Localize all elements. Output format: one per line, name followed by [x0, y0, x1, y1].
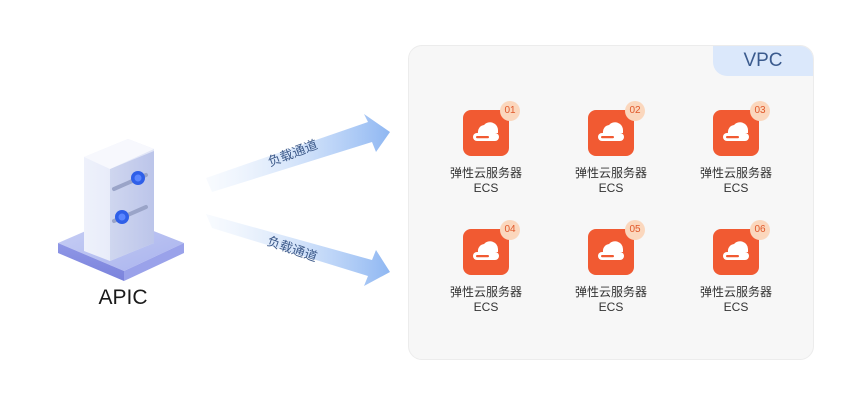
ecs-type: ECS	[598, 300, 624, 314]
cloud-server-icon: 04	[463, 220, 520, 275]
ecs-badge: 02	[625, 101, 645, 121]
vpc-container: VPC 01 弹性云服务器 ECS 02 弹性云服务器 ECS 03 弹性云服务…	[408, 45, 814, 360]
cloud-server-icon: 06	[713, 220, 770, 275]
ecs-name: 弹性云服务器	[449, 285, 522, 299]
ecs-name: 弹性云服务器	[574, 285, 647, 299]
vpc-label: VPC	[713, 46, 813, 76]
ecs-name: 弹性云服务器	[699, 285, 772, 299]
ecs-type: ECS	[473, 181, 499, 195]
ecs-badge: 04	[500, 220, 520, 240]
ecs-badge: 03	[750, 101, 770, 121]
ecs-badge: 06	[750, 220, 770, 240]
ecs-badge: 05	[625, 220, 645, 240]
upper-arrow	[206, 114, 390, 192]
ecs-type: ECS	[723, 181, 749, 195]
ecs-type: ECS	[723, 300, 749, 314]
ecs-name: 弹性云服务器	[574, 166, 647, 180]
ecs-instance-06: 06 弹性云服务器 ECS	[691, 220, 781, 315]
ecs-name: 弹性云服务器	[699, 166, 772, 180]
apic-label: APIC	[98, 286, 148, 309]
ecs-instance-04: 04 弹性云服务器 ECS	[441, 220, 531, 315]
ecs-instance-01: 01 弹性云服务器 ECS	[441, 101, 531, 196]
ecs-type: ECS	[473, 300, 499, 314]
ecs-name: 弹性云服务器	[449, 166, 522, 180]
ecs-badge: 01	[500, 101, 520, 121]
lower-arrow	[206, 214, 390, 286]
load-channel-arrows	[206, 114, 390, 286]
ecs-instance-03: 03 弹性云服务器 ECS	[691, 101, 781, 196]
cloud-server-icon: 03	[713, 101, 770, 156]
apic-device	[48, 125, 198, 315]
ecs-instance-02: 02 弹性云服务器 ECS	[566, 101, 656, 196]
apic-device-icon	[58, 139, 184, 281]
cloud-server-icon: 02	[588, 101, 645, 156]
ecs-type: ECS	[598, 181, 624, 195]
cloud-server-icon: 05	[588, 220, 645, 275]
ecs-instance-05: 05 弹性云服务器 ECS	[566, 220, 656, 315]
cloud-server-icon: 01	[463, 101, 520, 156]
